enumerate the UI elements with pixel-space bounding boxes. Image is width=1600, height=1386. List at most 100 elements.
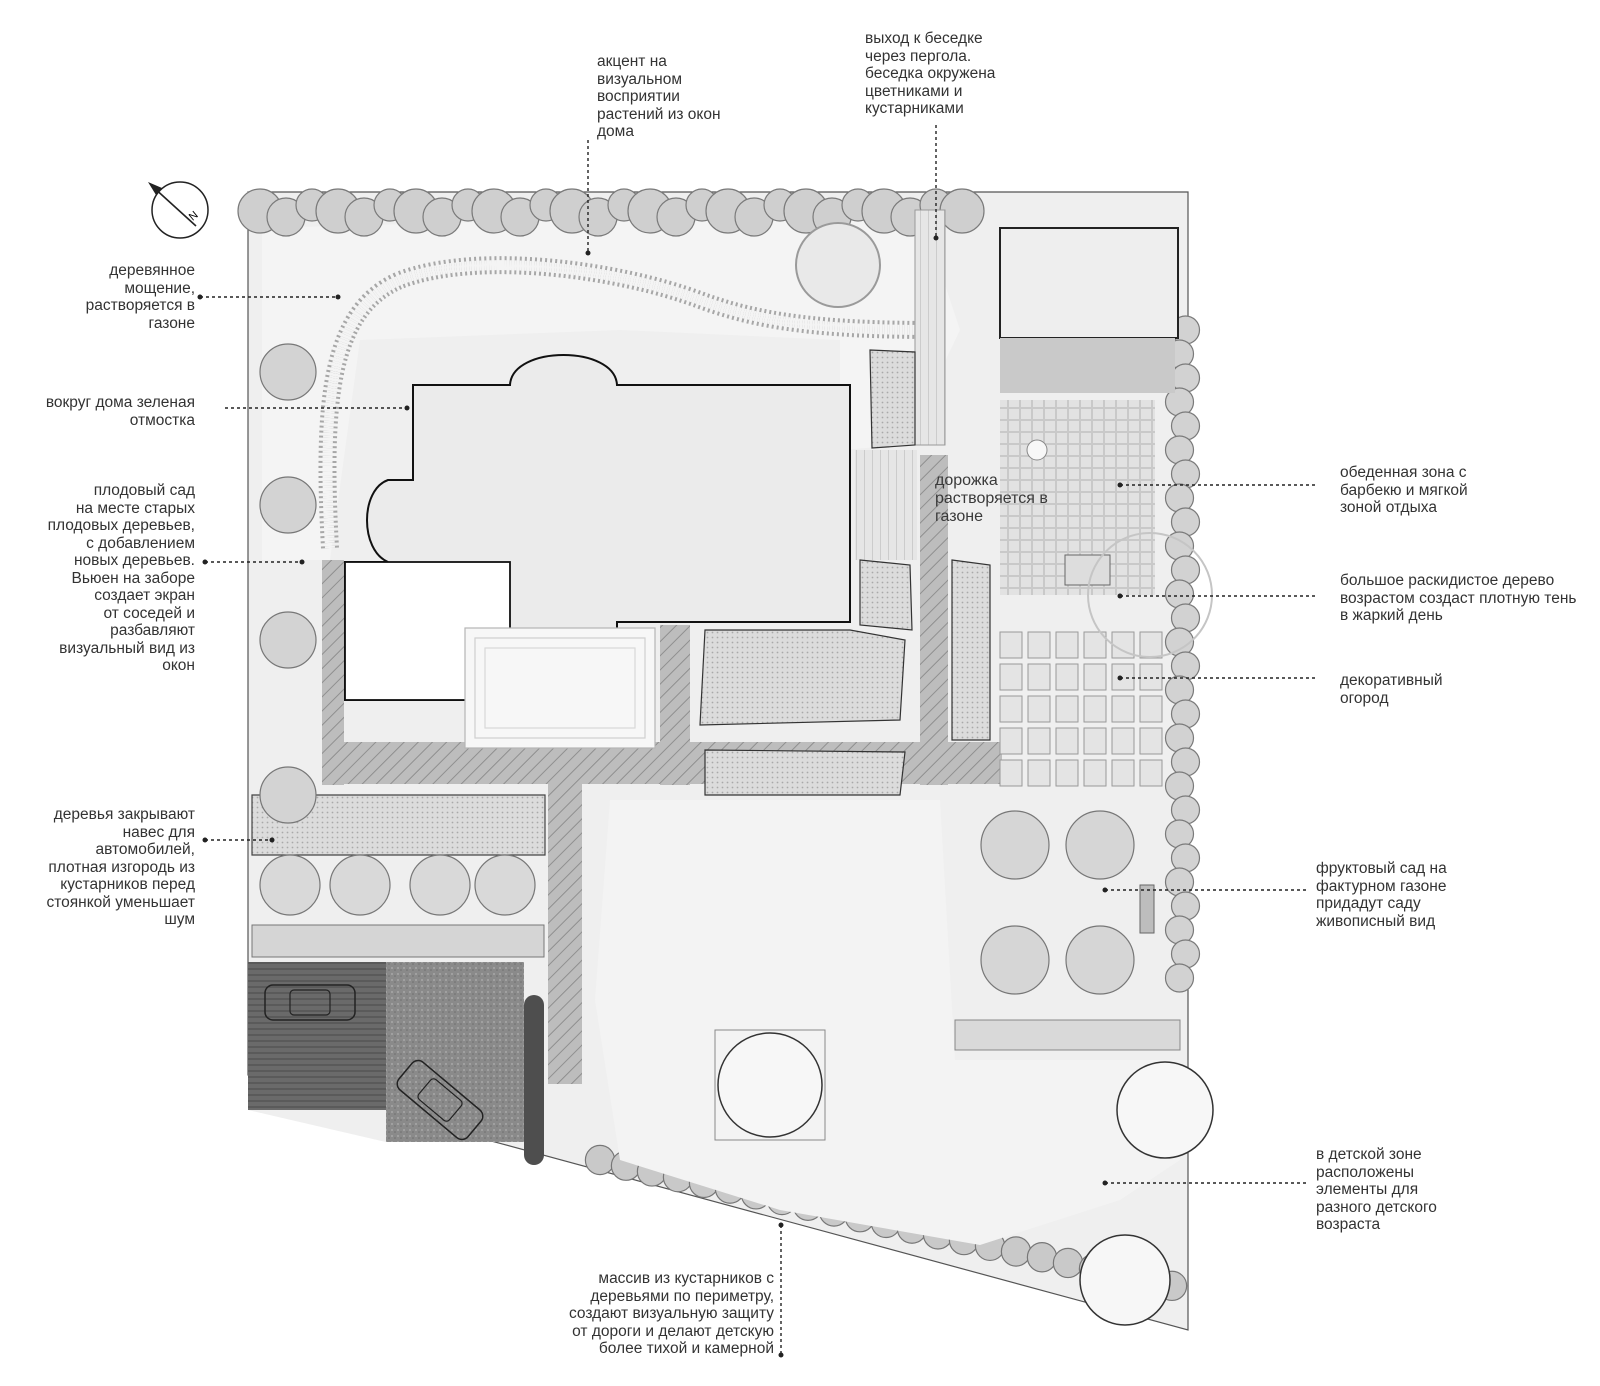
vegetable-bed [1139,695,1163,723]
parking-hedge [524,995,544,1165]
annotation-gazebo-exit: выход к беседке через пергола. беседка о… [865,30,996,117]
orchard-tree [1065,925,1135,995]
terrace-stripes [855,450,917,560]
pool-deck [464,627,656,749]
shrub [1170,843,1201,873]
annotation-large-tree: большое раскидистое дерево возрастом соз… [1340,572,1577,624]
vegetable-bed [1083,631,1107,659]
shrub [1170,507,1201,537]
vegetable-bed [1055,695,1079,723]
annotation-fruit-orchard-lawn: фруктовый сад на фактурном газоне придад… [1316,860,1447,930]
paving-driveway-link [548,784,582,1084]
shrub [1170,699,1201,729]
shrub [1170,939,1201,969]
pergola-path [914,209,946,446]
vegetable-bed [999,695,1023,723]
vegetable-bed [1055,727,1079,755]
paving-to-dining [920,455,948,785]
compass: N [148,181,209,239]
hedge-south [954,1019,1181,1051]
shrub [1164,819,1195,849]
flower-bed-5 [869,349,916,449]
annotation-path-dissolves: дорожка растворяется в газоне [935,472,1048,525]
shrub [1164,963,1195,993]
fruit-tree [259,343,317,401]
vegetable-bed [999,663,1023,691]
vegetable-bed [1111,727,1135,755]
shrub [1164,483,1195,513]
flower-bed-3 [859,559,913,631]
orchard-trees [980,810,1135,995]
vegetable-bed [1027,695,1051,723]
orchard-tree [980,810,1050,880]
fruit-tree [259,611,317,669]
shrub [1164,579,1195,609]
bbq [1064,554,1111,586]
carport-tree [409,854,471,916]
vegetable-bed [1027,663,1051,691]
vegetable-bed [1139,631,1163,659]
annotation-kids-zone: в детской зоне расположены элементы для … [1316,1146,1437,1233]
annotation-visual-accent: акцент на визуальном восприятии растений… [597,53,721,140]
annotation-wood-paving: деревянное мощение, растворяется в газон… [85,262,195,332]
shrub [1170,411,1201,441]
flower-bed-2 [704,749,906,796]
vegetable-bed [1083,727,1107,755]
upper-lawn [262,210,960,560]
orchard-bench [1139,884,1155,934]
vegetable-bed [1055,759,1079,787]
fruit-tree [259,766,317,824]
vegetable-beds [999,631,1163,787]
shrub [1170,363,1201,393]
annotation-fruit-orchard-old: плодовый сад на месте старых плодовых де… [47,482,195,674]
shrub [1170,603,1201,633]
orchard-tree [1065,810,1135,880]
carport-tree [474,854,536,916]
paving-main-west [322,560,344,785]
vegetable-bed [1055,631,1079,659]
west-fruit-trees [259,343,536,916]
vegetable-bed [1055,663,1079,691]
kids-tree-3 [1079,1234,1171,1326]
hedge-carport [251,924,545,958]
large-spreading-tree [1087,532,1213,658]
shrub [1170,651,1201,681]
shrub [1170,459,1201,489]
leader-lines [200,125,1318,1355]
vegetable-bed [1027,631,1051,659]
annotation-decorative-garden: декоративный огород [1340,672,1443,707]
paving-cross [660,625,690,785]
shrub [1164,675,1195,705]
shrub [1170,891,1201,921]
vegetable-bed [1027,727,1051,755]
shrub [1170,555,1201,585]
kids-tree-2 [1116,1061,1214,1159]
shrub [1164,915,1195,945]
annotation-green-blind-area: вокруг дома зеленая отмостка [45,394,195,429]
shrub [939,188,985,234]
vegetable-bed [999,631,1023,659]
shrub [1170,795,1201,825]
vegetable-bed [1111,663,1135,691]
shrub [584,1144,616,1176]
annotation-carport-trees: деревья закрывают навес для автомобилей,… [46,806,195,928]
vegetable-bed [1083,759,1107,787]
shrub [1170,747,1201,777]
vegetable-bed [1139,663,1163,691]
orchard-tree [980,925,1050,995]
annotation-dining-zone: обеденная зона с барбекю и мягкой зоной … [1340,464,1468,516]
vegetable-bed [1027,759,1051,787]
parking-boards [248,962,386,1110]
shrub [1164,723,1195,753]
leader-dots [197,235,1123,1358]
car-2 [396,1059,484,1141]
vegetable-bed [999,727,1023,755]
shrub [1000,1236,1032,1267]
vegetable-bed [1083,663,1107,691]
kids-zone [595,800,1180,1245]
flower-bed-1 [699,629,906,726]
shrub [1164,771,1195,801]
shrub-row-carport [251,794,546,856]
parking-grass [386,962,524,1142]
kids-tree-1 [714,1029,826,1141]
